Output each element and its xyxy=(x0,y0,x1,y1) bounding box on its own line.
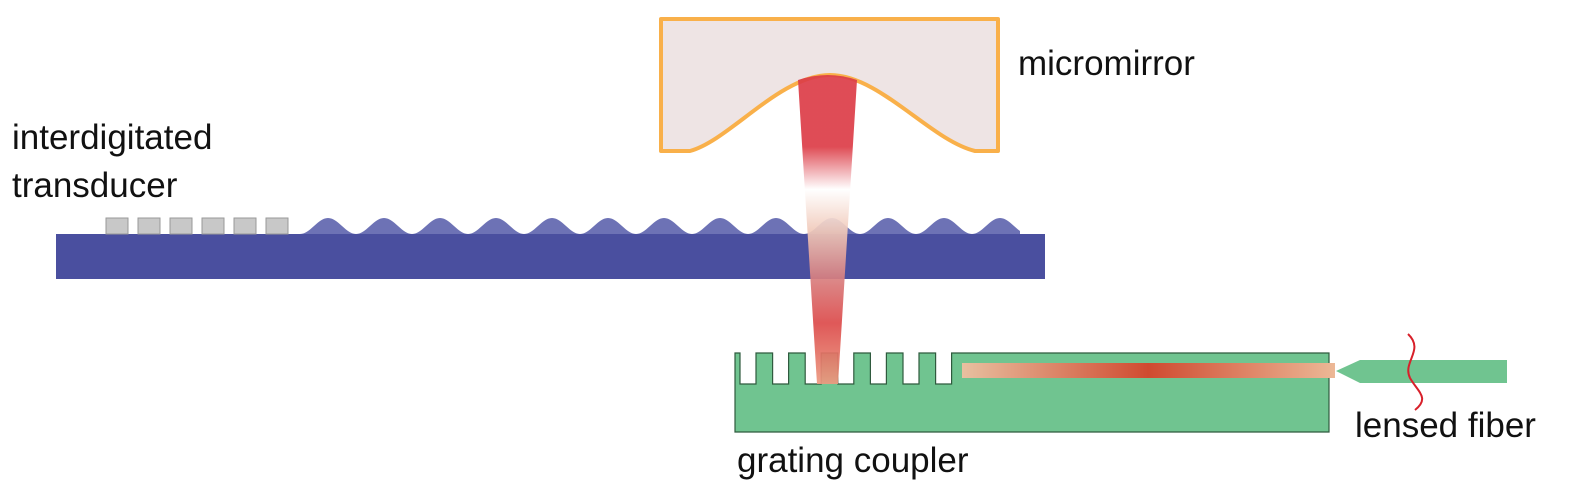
waveguide-mode xyxy=(962,363,1335,378)
idt-label-line1: interdigitated xyxy=(12,118,213,157)
fiber-break-squiggle xyxy=(1407,333,1424,411)
lensed-fiber xyxy=(1336,360,1507,383)
lensed-fiber-label: lensed fiber xyxy=(1355,406,1536,445)
surface-acoustic-wave xyxy=(300,218,1020,236)
piezo-substrate xyxy=(56,234,1045,279)
micromirror xyxy=(659,17,1000,153)
idt-label-line2: transducer xyxy=(12,166,178,205)
optical-beam xyxy=(798,75,857,384)
interdigitated-transducer xyxy=(105,217,289,235)
grating-coupler-label: grating coupler xyxy=(737,441,969,480)
micromirror-label: micromirror xyxy=(1018,44,1195,83)
